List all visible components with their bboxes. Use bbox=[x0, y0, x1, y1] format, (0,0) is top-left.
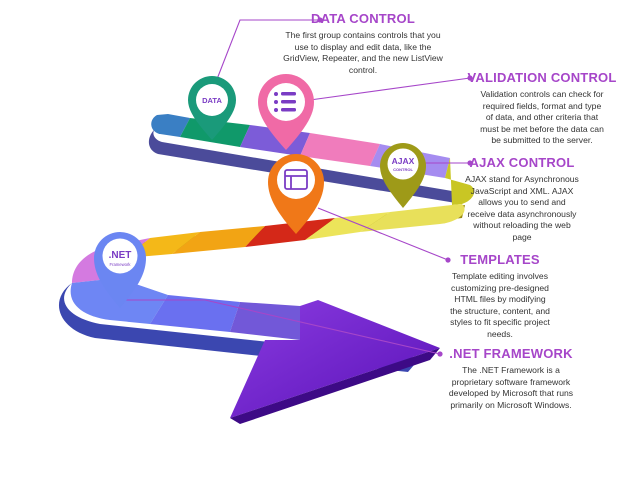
section-desc-line: receive data asynchronously bbox=[467, 208, 577, 219]
section-desc-line: JavaScript and XML. AJAX bbox=[470, 185, 574, 196]
section-desc-line: proprietary software framework bbox=[451, 376, 571, 387]
section-desc-line: developed by Microsoft that runs bbox=[448, 388, 574, 399]
section-desc-line: GridView, Repeater, and the new ListView bbox=[283, 53, 443, 64]
section-title: .NET FRAMEWORK bbox=[449, 346, 573, 361]
pin-ajax-label: AJAX bbox=[392, 156, 415, 166]
section-desc-line: be submitted to the server. bbox=[491, 135, 593, 146]
list-icon bbox=[274, 92, 296, 112]
pin-framework[interactable]: .NET Framework bbox=[94, 232, 146, 308]
section-title: VALIDATION CONTROL bbox=[467, 70, 617, 85]
section-desc-line: The first group contains controls that y… bbox=[285, 30, 441, 40]
section-desc-line: styles to fit specific project bbox=[450, 317, 550, 328]
leader-lines bbox=[118, 17, 473, 357]
pin-ajax[interactable]: AJAX CONTROL bbox=[380, 143, 426, 208]
section-ajax-control: AJAX CONTROL AJAX stand for Asynchronous… bbox=[452, 155, 592, 244]
section-desc-line: required fields, format and type bbox=[482, 100, 602, 111]
section-title: TEMPLATES bbox=[460, 252, 540, 267]
section-title: AJAX CONTROL bbox=[469, 155, 575, 170]
section-desc-line: must be met before the data can bbox=[480, 123, 604, 134]
section-desc-line: allows you to send and bbox=[478, 197, 566, 208]
section-desc-line: primarily on Microsoft Windows. bbox=[450, 399, 572, 410]
section-desc-line: control. bbox=[348, 64, 378, 75]
section-desc-line: AJAX stand for Asynchronous bbox=[465, 174, 579, 184]
pin-ajax-sub: CONTROL bbox=[393, 167, 413, 172]
window-icon bbox=[284, 169, 308, 190]
section-templates: TEMPLATES Template editing involves cust… bbox=[430, 252, 570, 341]
section-desc-line: The .NET Framework is a bbox=[462, 365, 560, 375]
road-arrow-side bbox=[230, 348, 440, 424]
section-desc-line: the structure, content, and bbox=[450, 305, 550, 316]
section-desc-line: Validation controls can check for bbox=[480, 89, 604, 99]
section-desc-line: page bbox=[512, 231, 532, 242]
road-arrow-head bbox=[230, 300, 440, 418]
section-desc-line: of data, and other criteria that bbox=[485, 112, 599, 123]
section-title: DATA CONTROL bbox=[311, 11, 415, 26]
road-middle bbox=[72, 204, 465, 283]
pin-net-label: .NET bbox=[109, 250, 132, 261]
section-net-framework: .NET FRAMEWORK The .NET Framework is a p… bbox=[430, 346, 592, 411]
section-desc-line: customizing pre-designed bbox=[451, 282, 549, 293]
pin-net-sub: Framework bbox=[110, 262, 132, 267]
pin-data-label: DATA bbox=[202, 96, 222, 105]
section-desc-line: use to display and edit data, like the bbox=[294, 41, 432, 52]
pin-templates[interactable] bbox=[268, 154, 324, 234]
section-desc-line: Template editing involves bbox=[451, 271, 549, 281]
pin-data[interactable]: DATA bbox=[188, 76, 236, 140]
pin-validation[interactable] bbox=[258, 74, 314, 150]
section-validation-control: VALIDATION CONTROL Validation controls c… bbox=[464, 70, 620, 147]
section-data-control: DATA CONTROL The first group contains co… bbox=[265, 11, 461, 76]
section-desc-line: needs. bbox=[487, 328, 513, 339]
section-desc-line: without reloading the web bbox=[473, 220, 571, 231]
section-desc-line: HTML files by modifying bbox=[454, 294, 546, 305]
